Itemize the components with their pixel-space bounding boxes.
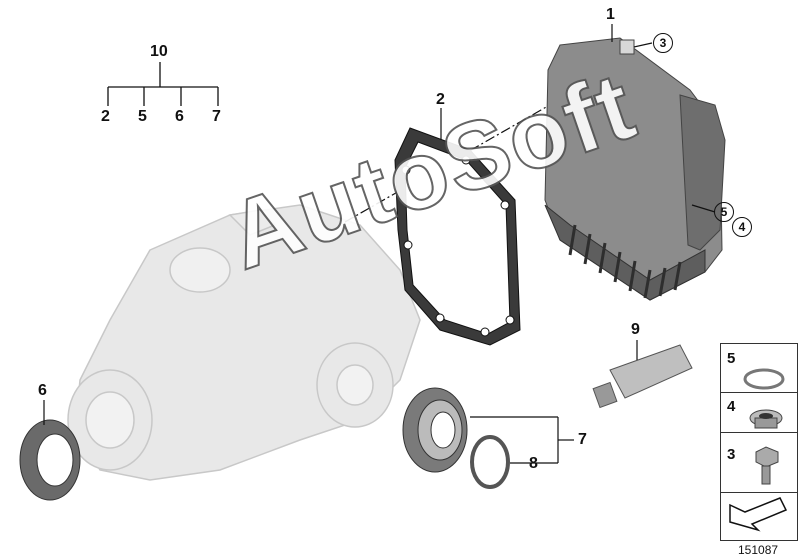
callout-4: 4 [732, 217, 752, 237]
snap-ring [470, 435, 510, 489]
gasket [394, 127, 521, 346]
callout-tree-7: 7 [212, 108, 221, 125]
callout-3: 3 [653, 33, 673, 53]
side-row-4: 4 [721, 392, 797, 433]
leader-7-8 [470, 416, 574, 464]
callout-7: 7 [578, 431, 587, 448]
hex-bolt-icon [755, 446, 779, 485]
callout-5: 5 [714, 202, 734, 222]
sealing-ring-icon [743, 368, 785, 390]
grease-tube [592, 344, 693, 409]
callout-9: 9 [631, 321, 640, 338]
callout-8: 8 [529, 455, 538, 472]
side-row-number: 4 [727, 398, 736, 415]
callout-tree-6: 6 [175, 108, 184, 125]
callout-2: 2 [436, 91, 445, 108]
side-row-5: 5 [721, 344, 797, 393]
side-row-number: 3 [727, 446, 736, 463]
catalog-number: 151087 [738, 543, 779, 557]
side-row-number: 5 [727, 350, 736, 367]
assembly-tree-lines [107, 62, 219, 106]
screw-plug-icon [749, 409, 783, 429]
side-parts-panel: 5 4 3 [720, 343, 798, 541]
arrow-icon [729, 497, 788, 532]
callout-6: 6 [38, 382, 47, 399]
callout-tree-5: 5 [138, 108, 147, 125]
leader-5 [691, 204, 716, 213]
shaft-seal [19, 419, 81, 501]
differential-housing [67, 204, 421, 481]
callout-10: 10 [150, 43, 168, 60]
callout-tree-2: 2 [101, 108, 110, 125]
flange-bearing [402, 387, 468, 473]
side-row-3: 3 [721, 432, 797, 493]
leader-3 [633, 42, 653, 48]
callout-1: 1 [606, 6, 615, 23]
